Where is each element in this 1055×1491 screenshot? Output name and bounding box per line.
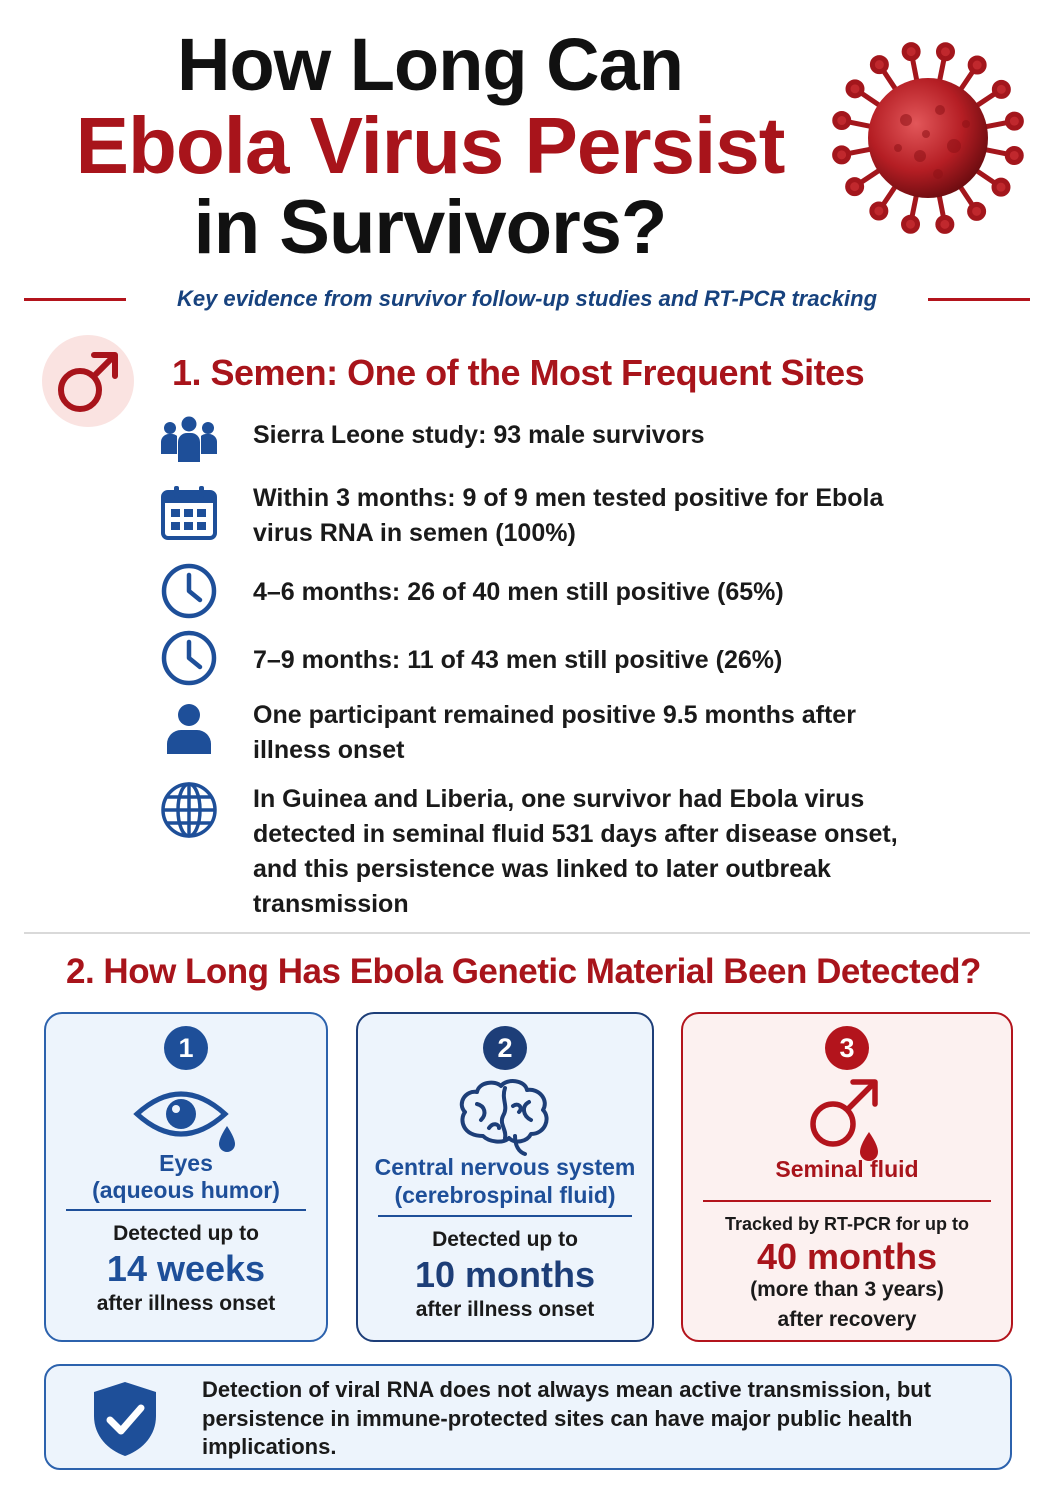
detection-tail: after illness onset xyxy=(415,1298,595,1321)
section2-heading: 2. How Long Has Ebola Genetic Material B… xyxy=(66,952,981,991)
detection-lead: Tracked by RT-PCR for up to xyxy=(724,1214,970,1234)
organ-name: Eyes xyxy=(159,1150,213,1176)
card-number: 1 xyxy=(164,1026,208,1070)
virus-spike-tip xyxy=(901,42,921,62)
virus-spike-tip xyxy=(869,55,889,75)
organ-sample: (cerebrospinal fluid) xyxy=(394,1182,616,1208)
virus-spike-tip xyxy=(845,79,865,99)
virus-spike-tip xyxy=(845,177,865,197)
people-group-icon xyxy=(161,416,217,462)
detection-tail-2: after recovery xyxy=(777,1308,917,1331)
male-symbol-icon xyxy=(58,352,118,412)
caveat-text: Detection of viral RNA does not always m… xyxy=(202,1377,932,1460)
section1-heading: 1. Semen: One of the Most Frequent Sites xyxy=(172,352,865,393)
male-drop-icon xyxy=(810,1079,878,1161)
virus-spike-tip xyxy=(832,111,852,131)
card-seminal-fluid: 3 Seminal fluid Tracked by RT-PCR for up… xyxy=(681,1012,1013,1342)
fact-4: 7–9 months: 11 of 43 men still positive … xyxy=(253,646,783,674)
card-rule xyxy=(703,1200,991,1202)
organ-name: Seminal fluid xyxy=(775,1156,919,1182)
card-cns: 2 Central nervous system (cerebrospinal … xyxy=(356,1012,654,1342)
organ-sample: (aqueous humor) xyxy=(92,1177,280,1203)
virus-spike-tip xyxy=(935,214,955,234)
person-icon xyxy=(167,704,211,754)
virus-icon xyxy=(832,42,1024,234)
virus-spike-tip xyxy=(935,42,955,62)
detection-lead: Detected up to xyxy=(113,1222,259,1245)
title-line-3: in Survivors? xyxy=(193,185,668,270)
section1-badge xyxy=(42,335,134,427)
virus-spike-tip xyxy=(967,201,987,221)
subtitle-row: Key evidence from survivor follow-up stu… xyxy=(24,286,1030,316)
detection-duration: 10 months xyxy=(414,1254,596,1295)
virus-spike-tip xyxy=(869,201,889,221)
shield-check-icon xyxy=(94,1382,156,1456)
organ-name: Central nervous system xyxy=(374,1154,636,1180)
virus-spike-tip xyxy=(967,55,987,75)
fact-2: Within 3 months: 9 of 9 men tested posit… xyxy=(253,484,884,547)
virus-spike-tip xyxy=(901,214,921,234)
eye-tear-icon xyxy=(133,1091,235,1152)
brain-icon xyxy=(459,1079,549,1156)
title-line-1: How Long Can xyxy=(177,23,684,106)
virus-spike-tip xyxy=(991,79,1011,99)
virus-spike-tip xyxy=(1004,111,1024,131)
subtitle: Key evidence from survivor follow-up stu… xyxy=(176,286,878,311)
card-eyes: 1 Eyes (aqueous humor) Detected up to 14… xyxy=(44,1012,328,1342)
detection-duration: 40 months xyxy=(756,1236,938,1277)
globe-icon xyxy=(161,782,217,838)
card-rule xyxy=(378,1215,632,1217)
detection-lead: Detected up to xyxy=(432,1228,578,1251)
calendar-icon xyxy=(161,486,217,540)
card-number: 3 xyxy=(825,1026,869,1070)
title-line-2: Ebola Virus Persist xyxy=(75,101,786,190)
detection-tail: (more than 3 years) xyxy=(750,1278,944,1301)
virus-spike-tip xyxy=(1004,145,1024,165)
section-divider xyxy=(24,932,1030,934)
detection-duration: 14 weeks xyxy=(106,1248,266,1289)
virus-spike-tip xyxy=(832,145,852,165)
caveat-note: Detection of viral RNA does not always m… xyxy=(44,1364,1012,1470)
fact-6: In Guinea and Liberia, one survivor had … xyxy=(253,785,898,918)
fact-1: Sierra Leone study: 93 male survivors xyxy=(253,421,705,449)
clock-icon xyxy=(161,563,217,619)
detection-tail: after illness onset xyxy=(96,1292,276,1315)
clock-icon xyxy=(161,630,217,686)
card-number: 2 xyxy=(483,1026,527,1070)
virus-spike-tip xyxy=(991,177,1011,197)
fact-3: 4–6 months: 26 of 40 men still positive … xyxy=(253,578,784,606)
fact-5: One participant remained positive 9.5 mo… xyxy=(253,701,856,764)
card-rule xyxy=(66,1209,306,1211)
subtitle-rule-right xyxy=(928,298,1030,301)
subtitle-rule-left xyxy=(24,298,126,301)
